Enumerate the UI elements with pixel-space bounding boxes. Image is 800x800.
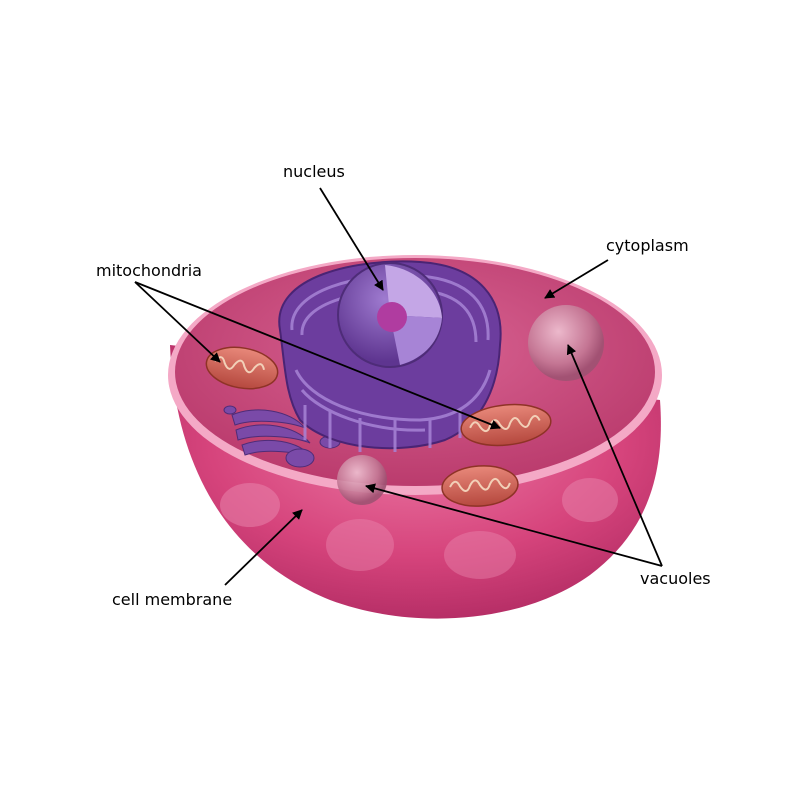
arrow-icon: [134, 281, 221, 363]
label-vacuoles: vacuoles: [640, 569, 711, 588]
arrow-icon: [134, 281, 501, 430]
arrow-icon: [566, 344, 663, 567]
vacuole: [528, 305, 604, 381]
label-nucleus: nucleus: [283, 162, 345, 181]
nucleolus: [377, 302, 407, 332]
arrow-icon: [224, 509, 303, 586]
nucleus: [337, 262, 443, 368]
vacuole: [337, 455, 387, 505]
pointer-arrows: [134, 187, 663, 586]
arrow-icon: [544, 259, 609, 299]
arrow-icon: [319, 187, 384, 291]
label-mitochondria: mitochondria: [96, 261, 202, 280]
mitochondrion: [205, 346, 279, 390]
mitochondrion: [441, 465, 519, 507]
label-cytoplasm: cytoplasm: [606, 236, 689, 255]
membrane-bump: [562, 478, 618, 522]
label-cell-membrane: cell membrane: [112, 590, 233, 609]
membrane-bump: [220, 483, 280, 527]
membrane-bump: [444, 531, 516, 579]
golgi-apparatus: [223, 405, 341, 468]
mitochondrion: [460, 403, 552, 447]
arrow-icon: [365, 483, 663, 567]
membrane-bump: [326, 519, 394, 571]
